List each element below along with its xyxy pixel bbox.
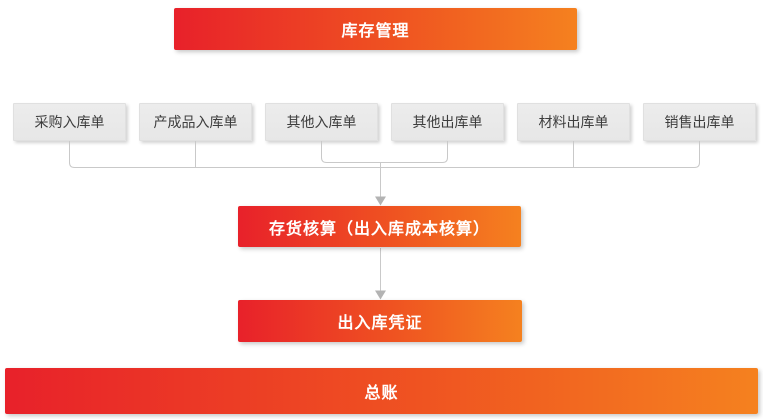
voucher-box: 出入库凭证 (238, 300, 522, 342)
doc-box-material-outbound: 材料出库单 (517, 103, 630, 141)
doc-box-other-outbound: 其他出库单 (391, 103, 504, 141)
arrow-to-voucher-head (375, 290, 386, 300)
connector-outer-rail (69, 141, 700, 168)
inventory-accounting-label: 存货核算（出入库成本核算） (268, 220, 490, 238)
connector-inner-rail (321, 141, 448, 163)
voucher-label: 出入库凭证 (337, 315, 423, 332)
doc-label: 材料出库单 (538, 114, 609, 130)
doc-box-sales-outbound: 销售出库单 (643, 103, 756, 141)
general-ledger-label: 总账 (364, 385, 399, 402)
doc-label: 销售出库单 (664, 114, 735, 130)
inventory-accounting-box: 存货核算（出入库成本核算） (238, 206, 521, 247)
doc-label: 其他入库单 (286, 114, 357, 130)
doc-label: 产成品入库单 (153, 114, 238, 130)
inventory-management-label: 库存管理 (341, 23, 410, 40)
arrow-to-inventory-accounting-head (375, 196, 386, 206)
doc-label: 采购入库单 (34, 114, 105, 130)
doc-box-other-inbound: 其他入库单 (265, 103, 378, 141)
general-ledger-banner: 总账 (5, 368, 758, 414)
inventory-management-banner: 库存管理 (174, 8, 577, 50)
doc-label: 其他出库单 (412, 114, 483, 130)
doc-box-purchase-inbound: 采购入库单 (13, 103, 126, 141)
doc-box-finished-goods-inbound: 产成品入库单 (139, 103, 252, 141)
